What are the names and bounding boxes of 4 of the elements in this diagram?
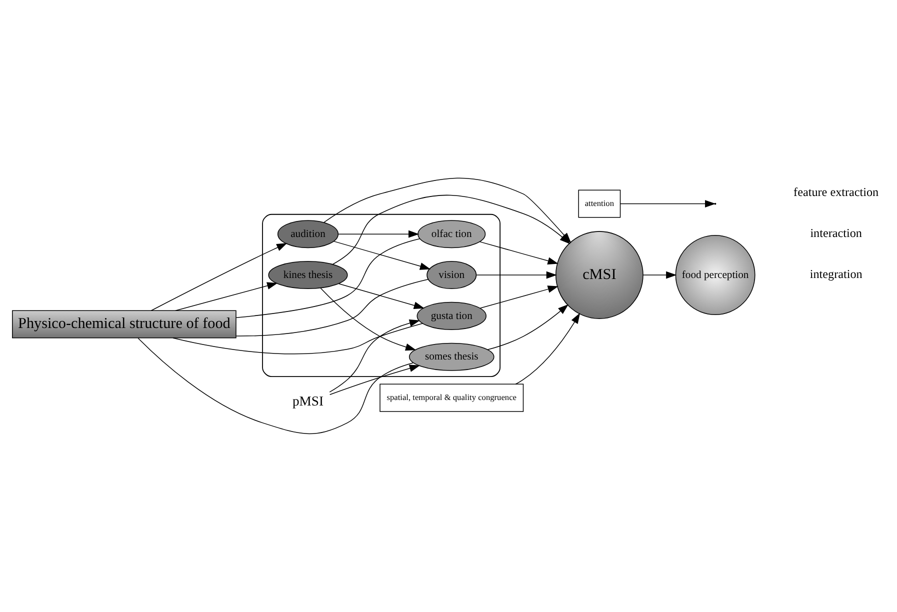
node-text: pMSI bbox=[292, 394, 324, 409]
label: integration bbox=[810, 266, 862, 281]
label: feature extraction bbox=[794, 185, 879, 200]
label: interaction bbox=[810, 226, 862, 240]
